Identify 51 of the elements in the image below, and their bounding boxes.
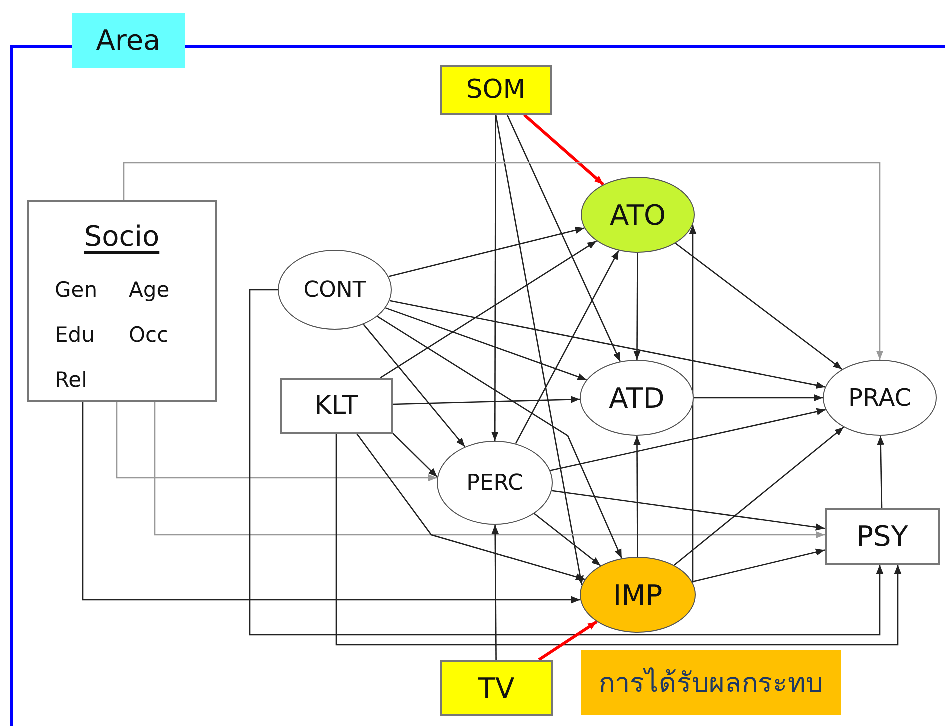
arrow — [82, 402, 580, 604]
arrow — [523, 114, 605, 186]
arrow — [492, 525, 499, 660]
variable-ellipse: PRAC — [823, 360, 937, 436]
arrow — [877, 436, 884, 508]
arrow — [123, 162, 884, 360]
arrow — [388, 226, 585, 278]
arrow — [154, 402, 825, 539]
arrow — [249, 289, 884, 636]
arrow — [534, 513, 602, 566]
variable-label: Rel — [55, 368, 88, 392]
arrow — [377, 316, 622, 559]
variable-box: PSY — [825, 508, 940, 565]
variable-ellipse: ATD — [580, 360, 694, 436]
arrow — [675, 242, 843, 370]
variable-ellipse: CONT — [278, 250, 392, 330]
arrow — [506, 114, 621, 362]
arrow — [363, 324, 466, 448]
arrow — [538, 620, 598, 662]
variable-box: TV — [440, 660, 553, 716]
variable-label: Occ — [129, 323, 169, 347]
region-label: Area — [72, 13, 185, 68]
highlight-label: การได้รับผลกระทบ — [581, 650, 841, 715]
arrow — [550, 408, 826, 472]
variable-box: SOM — [440, 65, 552, 115]
arrow — [116, 402, 438, 482]
variable-ellipse: PERC — [437, 441, 553, 525]
arrow — [694, 394, 823, 402]
variable-label: Edu — [55, 323, 95, 347]
arrow — [689, 225, 697, 583]
box-heading: Socio — [83, 220, 161, 253]
variable-ellipse: IMP — [580, 557, 696, 633]
variable-ellipse: ATO — [581, 177, 695, 253]
arrow — [336, 434, 902, 646]
arrow — [392, 396, 580, 406]
arrow — [380, 240, 598, 379]
arrow — [634, 436, 641, 557]
arrow — [495, 114, 584, 586]
variable-box — [27, 200, 217, 402]
arrow — [390, 300, 826, 389]
arrow — [386, 308, 588, 381]
arrow — [515, 250, 620, 444]
variable-label: Age — [129, 278, 170, 302]
variable-box: KLT — [280, 378, 393, 434]
arrow — [692, 548, 826, 583]
arrow — [356, 434, 586, 581]
variable-label: Gen — [55, 278, 98, 302]
arrow — [392, 432, 438, 478]
arrow — [634, 253, 641, 360]
arrow — [552, 490, 826, 531]
arrow — [492, 115, 499, 441]
